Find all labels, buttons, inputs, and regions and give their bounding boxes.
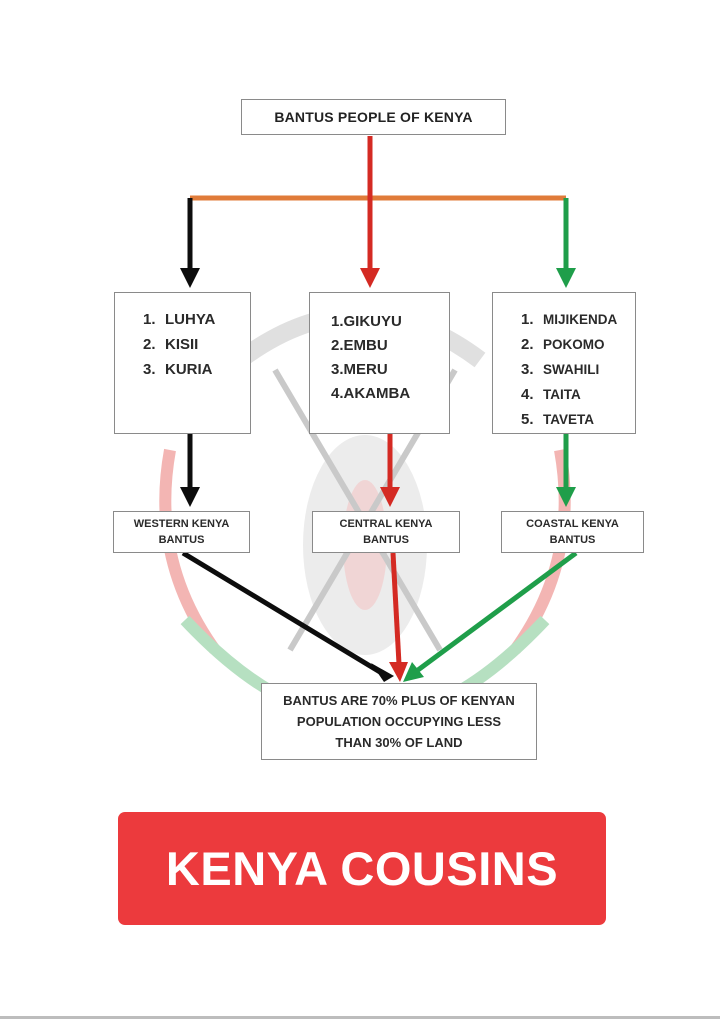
list-item-name: EMBU xyxy=(343,337,388,354)
central-group-list-box: 1.GIKUYU 2.EMBU 3.MERU 4.AKAMBA xyxy=(309,292,450,434)
central-group-label-box: CENTRAL KENYA BANTUS xyxy=(312,511,460,553)
western-group-list: 1. LUHYA 2. KISII 3. KURIA xyxy=(115,293,250,382)
list-item-name: LUHYA xyxy=(165,311,216,328)
summary-line: BANTUS ARE 70% PLUS OF KENYAN xyxy=(283,693,515,708)
list-item: 4. TAITA xyxy=(521,382,635,407)
coastal-group-list: 1. MIJIKENDA 2. POKOMO 3. SWAHILI 4. TAITA 5… xyxy=(493,293,635,432)
list-item-number: 4. xyxy=(521,386,534,403)
list-item-number: 3. xyxy=(331,361,344,378)
list-item: 3.MERU xyxy=(331,358,449,382)
label-line: CENTRAL KENYA xyxy=(339,518,433,530)
connectors xyxy=(180,136,578,682)
coastal-group-list-box: 1. MIJIKENDA 2. POKOMO 3. SWAHILI 4. TAITA 5… xyxy=(492,292,636,434)
list-item: 4.AKAMBA xyxy=(331,382,449,406)
list-item-number: 3. xyxy=(143,361,156,378)
list-item-number: 2. xyxy=(143,336,156,353)
summary-line: THAN 30% OF LAND xyxy=(335,735,463,750)
title-text: BANTUS PEOPLE OF KENYA xyxy=(274,109,473,125)
list-item-name: TAVETA xyxy=(543,412,594,427)
label-line: BANTUS xyxy=(363,534,409,546)
list-item-name: POKOMO xyxy=(543,337,605,352)
arrow-central-list-to-label xyxy=(380,434,400,507)
arrow-coastal-label-to-summary xyxy=(403,550,578,682)
list-item: 3. KURIA xyxy=(143,357,250,382)
label-line: BANTUS xyxy=(549,534,596,546)
label-line: WESTERN KENYA xyxy=(133,518,230,530)
list-item-number: 1. xyxy=(521,311,534,328)
arrow-title-to-central xyxy=(360,136,380,288)
coastal-group-label-box: COASTAL KENYA BANTUS xyxy=(501,511,644,553)
summary-line: POPULATION OCCUPYING LESS xyxy=(296,714,502,729)
kenya-cousins-banner: KENYA COUSINS xyxy=(118,812,606,925)
banner-text: KENYA COUSINS xyxy=(165,842,559,895)
label-line: COASTAL KENYA xyxy=(526,518,619,530)
list-item-name: GIKUYU xyxy=(343,313,402,330)
watermark-spear-left xyxy=(272,368,443,652)
western-group-label-box: WESTERN KENYA BANTUS xyxy=(113,511,250,553)
list-item-number: 3. xyxy=(521,361,534,378)
arrow-bar-to-coastal xyxy=(556,198,576,288)
title-box: BANTUS PEOPLE OF KENYA xyxy=(241,99,506,135)
list-item: 1. LUHYA xyxy=(143,307,250,332)
summary-box: BANTUS ARE 70% PLUS OF KENYAN POPULATION… xyxy=(261,683,537,760)
list-item-number: 1. xyxy=(143,311,156,328)
list-item: 1. MIJIKENDA xyxy=(521,307,635,332)
list-item-number: 2. xyxy=(331,337,344,354)
list-item-number: 5. xyxy=(521,411,534,428)
list-item: 2. KISII xyxy=(143,332,250,357)
list-item-name: MERU xyxy=(343,361,388,378)
central-group-list: 1.GIKUYU 2.EMBU 3.MERU 4.AKAMBA xyxy=(310,293,449,406)
list-item-name: MIJIKENDA xyxy=(543,312,618,327)
list-item: 2. POKOMO xyxy=(521,332,635,357)
arrow-central-label-to-summary xyxy=(389,552,408,682)
arrow-bar-to-western xyxy=(180,198,200,288)
bottom-divider xyxy=(0,1016,720,1019)
list-item-number: 1. xyxy=(331,313,344,330)
list-item-number: 4. xyxy=(331,385,344,402)
list-item-name: SWAHILI xyxy=(543,362,600,377)
list-item: 1.GIKUYU xyxy=(331,310,449,334)
arrow-coastal-list-to-label xyxy=(556,434,576,507)
western-group-list-box: 1. LUHYA 2. KISII 3. KURIA xyxy=(114,292,251,434)
list-item: 3. SWAHILI xyxy=(521,357,635,382)
list-item-number: 2. xyxy=(521,336,534,353)
list-item-name: KISII xyxy=(165,336,199,353)
list-item: 5. TAVETA xyxy=(521,407,635,432)
label-line: BANTUS xyxy=(158,534,205,546)
arrow-western-list-to-label xyxy=(180,434,200,507)
list-item-name: KURIA xyxy=(165,361,213,378)
list-item-name: TAITA xyxy=(543,387,581,402)
list-item-name: AKAMBA xyxy=(343,385,411,402)
arrow-western-label-to-summary xyxy=(181,550,394,682)
list-item: 2.EMBU xyxy=(331,334,449,358)
